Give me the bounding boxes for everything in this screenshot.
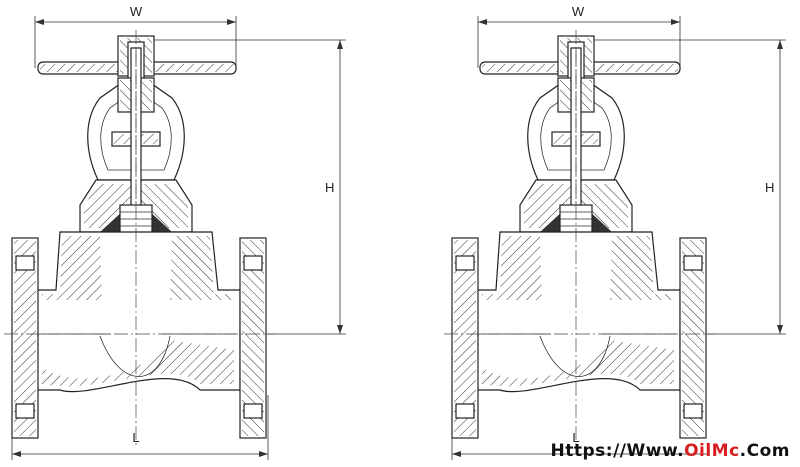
width-label: W: [572, 4, 585, 19]
width-label: W: [130, 4, 143, 19]
height-dimension: H: [150, 39, 346, 335]
left-valve-view: W H L: [4, 4, 346, 460]
height-label: H: [325, 180, 334, 195]
watermark: Https://Www.OilMc.Com: [551, 441, 790, 461]
flanges: [11, 237, 267, 439]
length-dimension: L: [11, 395, 269, 460]
height-dimension: H: [590, 39, 786, 335]
right-valve-view: W H L: [444, 4, 786, 460]
valve-body: [35, 231, 241, 393]
width-dimension: W: [477, 4, 681, 68]
watermark-suffix: .Com: [739, 441, 790, 461]
height-label: H: [765, 180, 774, 195]
watermark-prefix: Https://Www.: [550, 441, 685, 461]
flanges: [451, 237, 707, 439]
watermark-brand: OilMc: [684, 441, 740, 461]
width-dimension: W: [34, 4, 237, 68]
valve-body: [475, 231, 681, 393]
